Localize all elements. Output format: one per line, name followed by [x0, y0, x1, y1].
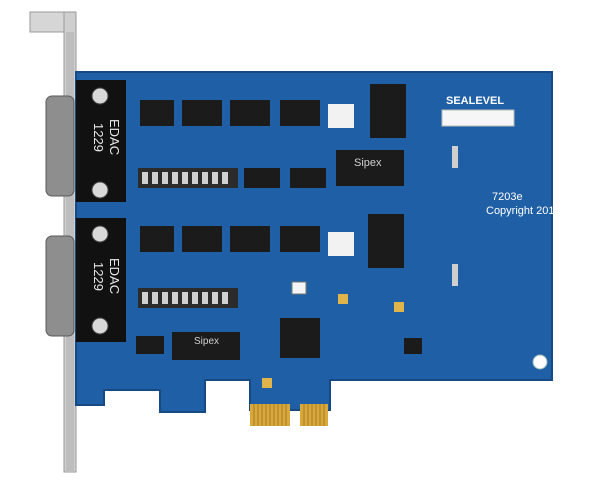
ic-row-mid — [140, 226, 354, 256]
serial-sticker — [441, 109, 515, 127]
pcie-edge-connector — [250, 404, 328, 426]
dip-switch-top — [138, 168, 238, 188]
connector-label-bottom-line2: 1229 — [91, 262, 106, 291]
serial-connector-top — [45, 80, 126, 202]
transceiver-chip-bottom: Sipex — [172, 332, 240, 360]
capacitor-gold — [262, 294, 404, 388]
transceiver-chip-top: Sipex — [336, 150, 404, 186]
connector-label-top-line2: 1229 — [91, 123, 106, 152]
led — [291, 281, 307, 295]
chip-label-bottom: Sipex — [194, 336, 219, 347]
ic-row-top — [140, 100, 354, 128]
brand-logo: SEALEVEL — [446, 95, 504, 107]
dip-switch-bottom — [138, 288, 238, 308]
serial-connector-bottom — [45, 218, 126, 342]
model-number: 7203e — [492, 191, 523, 203]
chip-label-top: Sipex — [354, 157, 382, 169]
copyright-text: Copyright 2013 — [486, 205, 561, 217]
connector-label-bottom-line1: EDAC — [107, 258, 122, 294]
connector-label-top-line1: EDAC — [107, 119, 122, 155]
jumper-header — [452, 146, 458, 286]
mounting-hole — [532, 354, 548, 370]
ic-cluster — [136, 84, 422, 358]
